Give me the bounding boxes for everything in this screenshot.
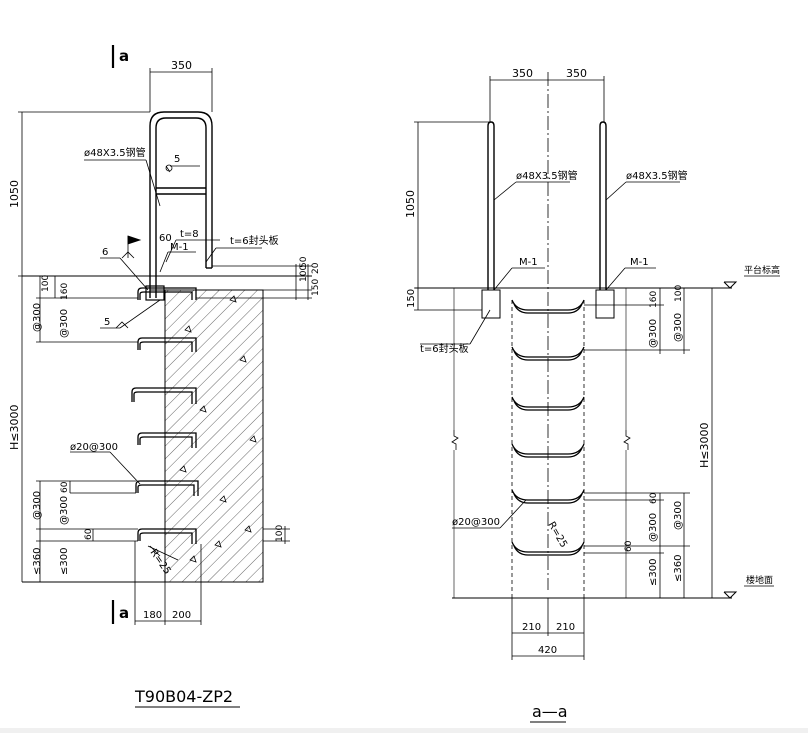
dim-le360: ≤360 [32,548,43,575]
end-plate-right [595,289,615,319]
dim-at300-a: @300 [32,303,43,332]
dim-160: 160 [649,291,659,308]
dim-right-100: 100 [299,265,309,282]
dim-top-left: 350 [512,67,533,80]
dim-total-height: H≤3000 [8,405,21,450]
dim-bottom-180: 180 [143,610,162,621]
left-view-labels: a a 350 1050 ø48X3.5钢管 5 6 t=8 60 M-1 t=… [8,47,321,708]
dim-left-160: 160 [60,283,70,300]
label-plate-t8: t=8 [180,229,199,240]
dim-top-right: 350 [566,67,587,80]
dim-le300-right: ≤300 [648,559,659,586]
weld-symbol-5-bottom: 5 [104,317,110,328]
dim-bottom-100: 100 [275,525,285,542]
label-radius-right: R=25 [545,520,569,550]
label-m1: M-1 [170,242,189,253]
embed-plate-m1 [145,285,165,301]
label-end-plate: t=6封头板 [230,234,279,247]
right-view-labels: 350 350 1050 ø48X3.5钢管 ø48X3.5钢管 M-1 M-1… [404,67,780,723]
section-label-bottom: a [119,604,129,622]
section-label-top: a [119,47,129,65]
dim-handrail-height: 1050 [8,180,21,208]
handrail-pipe [149,111,213,298]
right-dimension-lines [196,264,312,544]
concrete-wall [164,289,264,583]
dim-le360-right: ≤360 [673,555,684,582]
dim-left-150: 150 [406,289,417,308]
dim-60-right: 60 [649,492,659,504]
dim-210-left: 210 [522,622,541,633]
weld-symbol-6: 6 [102,247,108,258]
dim-handrail-height-right: 1050 [404,190,417,218]
dim-at300-b-right: @300 [673,313,684,342]
dim-right-150: 150 [311,279,321,296]
dim-100: 100 [674,285,684,302]
label-rebar-right: ø20@300 [452,517,500,528]
left-elevation-view [18,45,312,625]
label-ground: 楼地面 [746,574,773,586]
dim-210-right: 210 [556,622,575,633]
rung-rails [511,300,585,598]
dim-left-100: 100 [41,275,51,292]
label-pipe-left: ø48X3.5钢管 [516,169,578,182]
drawing-title-left: T90B04-ZP2 [134,687,233,706]
dim-bottom-60: 60 [60,481,70,493]
handrail-posts [487,121,607,290]
dim-420: 420 [538,645,557,656]
weld-symbol-5-top: 5 [174,154,180,165]
dim-total-height-right: H≤3000 [698,423,711,468]
dim-at300-a-right: @300 [648,319,659,348]
dim-bottom-at300-b: @300 [59,496,70,525]
dim-top-width: 350 [171,59,192,72]
dim-60-b-right: 60 [624,540,634,552]
leader-lines [70,159,262,561]
bottom-strip [0,728,808,733]
label-60: 60 [159,233,172,244]
label-pipe: ø48X3.5钢管 [84,146,146,159]
dim-right-20: 20 [311,262,321,274]
label-pipe-right: ø48X3.5钢管 [626,169,688,182]
rungs-section [511,299,585,556]
end-plate-left [481,289,501,319]
drawing-title-right: a—a [532,702,568,721]
dim-bottom-200: 200 [172,610,191,621]
left-dimension-lines [18,111,150,582]
label-end-plate-right: t=6封头板 [420,342,469,355]
right-section-view [414,72,780,660]
dim-bottom-60-b: 60 [84,528,94,540]
bottom-dimension-lines [134,541,202,625]
top-width-dimension [149,68,213,112]
label-rebar: ø20@300 [70,442,118,453]
dim-at300-c-right: @300 [648,513,659,542]
concrete-aggregate-marks [179,295,257,563]
label-m1-left: M-1 [519,257,538,268]
dim-at300-b: @300 [59,309,70,338]
dim-right-50: 50 [299,256,309,268]
label-platform: 平台标高 [744,264,780,276]
ladder-rungs [131,287,199,544]
dim-le300: ≤300 [59,548,70,575]
label-m1-right: M-1 [630,257,649,268]
dim-bottom-at300: @300 [32,491,43,520]
dim-at300-d-right: @300 [673,501,684,530]
